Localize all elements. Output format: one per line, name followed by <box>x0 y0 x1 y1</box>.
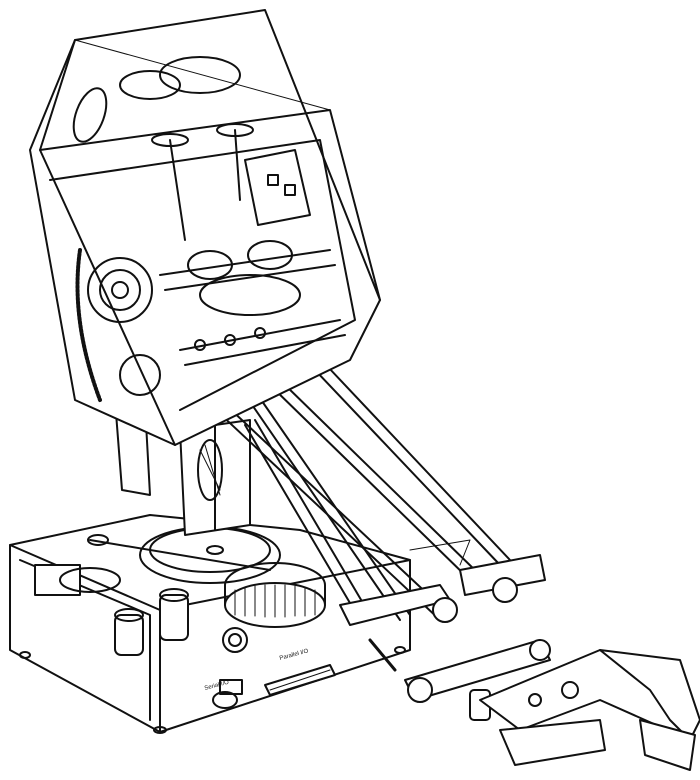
motor-drum <box>224 562 326 628</box>
shoulder-housing <box>29 9 381 446</box>
gripper <box>479 649 700 771</box>
arm-rods <box>199 366 511 621</box>
elbow-joint <box>339 539 546 626</box>
